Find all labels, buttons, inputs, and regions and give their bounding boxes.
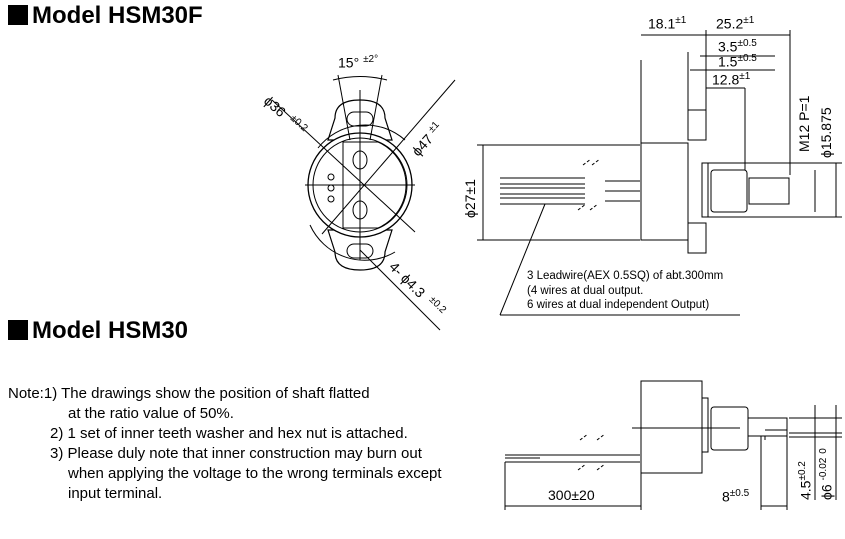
model-hsm30f-title: Model HSM30F	[8, 2, 203, 30]
d15-tolerance: ±0.5	[737, 53, 757, 64]
length-18-dimension: 18.1±1	[648, 15, 686, 32]
side-view	[499, 30, 842, 316]
note-text: Please duly note that inner construction…	[67, 445, 422, 462]
note-number: 2)	[50, 425, 64, 442]
bullet-square-icon	[8, 5, 28, 25]
d45-tolerance: ±0.2	[797, 461, 808, 481]
note-3-line-2: when applying the voltage to the wrong t…	[68, 465, 442, 482]
angle-value: 15°	[338, 54, 360, 71]
d35-tolerance: ±0.5	[737, 38, 757, 49]
note-text: The drawings show the position of shaft …	[61, 385, 370, 402]
dia6-tol-lower: -0.02	[818, 457, 829, 481]
note-1: Note:1) The drawings show the position o…	[8, 385, 370, 402]
dia15875-label: ϕ15.875	[818, 107, 834, 158]
note-prefix: Note:	[8, 385, 44, 402]
note-3: 3) Please duly note that inner construct…	[50, 445, 422, 462]
dia27-dimension	[477, 144, 640, 241]
model-hsm30-title: Model HSM30	[8, 317, 188, 345]
flat-depth-dimension: 4.5±0.2	[797, 461, 814, 500]
d18-tolerance: ±1	[675, 15, 687, 26]
note-3-line-3: input terminal.	[68, 485, 163, 502]
title-text: Model HSM30	[32, 317, 189, 344]
d15-value: 1.5	[718, 53, 738, 70]
note-number: 1)	[43, 385, 58, 402]
length-1-5-dimension: 1.5±0.5	[718, 53, 757, 70]
front-view	[271, 74, 456, 331]
d25-tolerance: ±1	[743, 15, 755, 26]
note-text: 1 set of inner teeth washer and hex nut …	[67, 425, 408, 442]
bottom-side-view	[504, 380, 842, 510]
length-3-5-dimension: 3.5±0.5	[718, 38, 757, 55]
shaft-dia-dimension: ϕ6 -0.02 0	[818, 448, 835, 500]
leadwire-note-3: 6 wires at dual independent Output)	[527, 299, 710, 311]
dia27-label: ϕ27±1	[462, 179, 478, 218]
leadwire-note-1: 3 Leadwire(AEX 0.5SQ) of abt.300mm	[527, 270, 724, 282]
flat-tolerance: ±0.5	[729, 488, 750, 499]
d18-value: 18.1	[648, 15, 676, 32]
leadwire-note-2: (4 wires at dual output.	[527, 285, 644, 297]
d45-value: 4.5	[797, 480, 814, 500]
bullet-square-icon	[8, 320, 28, 340]
dia6-tol-upper: 0	[818, 448, 829, 454]
d128-tolerance: ±1	[739, 71, 751, 82]
title-text: Model HSM30F	[32, 2, 203, 29]
angle-tolerance: ±2°	[363, 54, 379, 65]
wire-length-dimension: 300±20	[548, 487, 595, 503]
dia6-value: ϕ6	[818, 484, 835, 500]
d128-value: 12.8	[712, 71, 740, 88]
note-1-line-2: at the ratio value of 50%.	[68, 405, 234, 422]
note-number: 3)	[50, 445, 64, 462]
flat-length-dimension: 8±0.5	[722, 488, 749, 505]
thread-label: M12 P=1	[796, 95, 812, 152]
d35-value: 3.5	[718, 38, 738, 55]
angle-dimension: 15° ±2°	[338, 54, 378, 71]
length-25-dimension: 25.2±1	[716, 15, 754, 32]
note-2: 2) 1 set of inner teeth washer and hex n…	[50, 425, 408, 442]
flat-value: 8	[722, 488, 730, 505]
length-12-8-dimension: 12.8±1	[712, 71, 750, 88]
d25-value: 25.2	[716, 15, 744, 32]
